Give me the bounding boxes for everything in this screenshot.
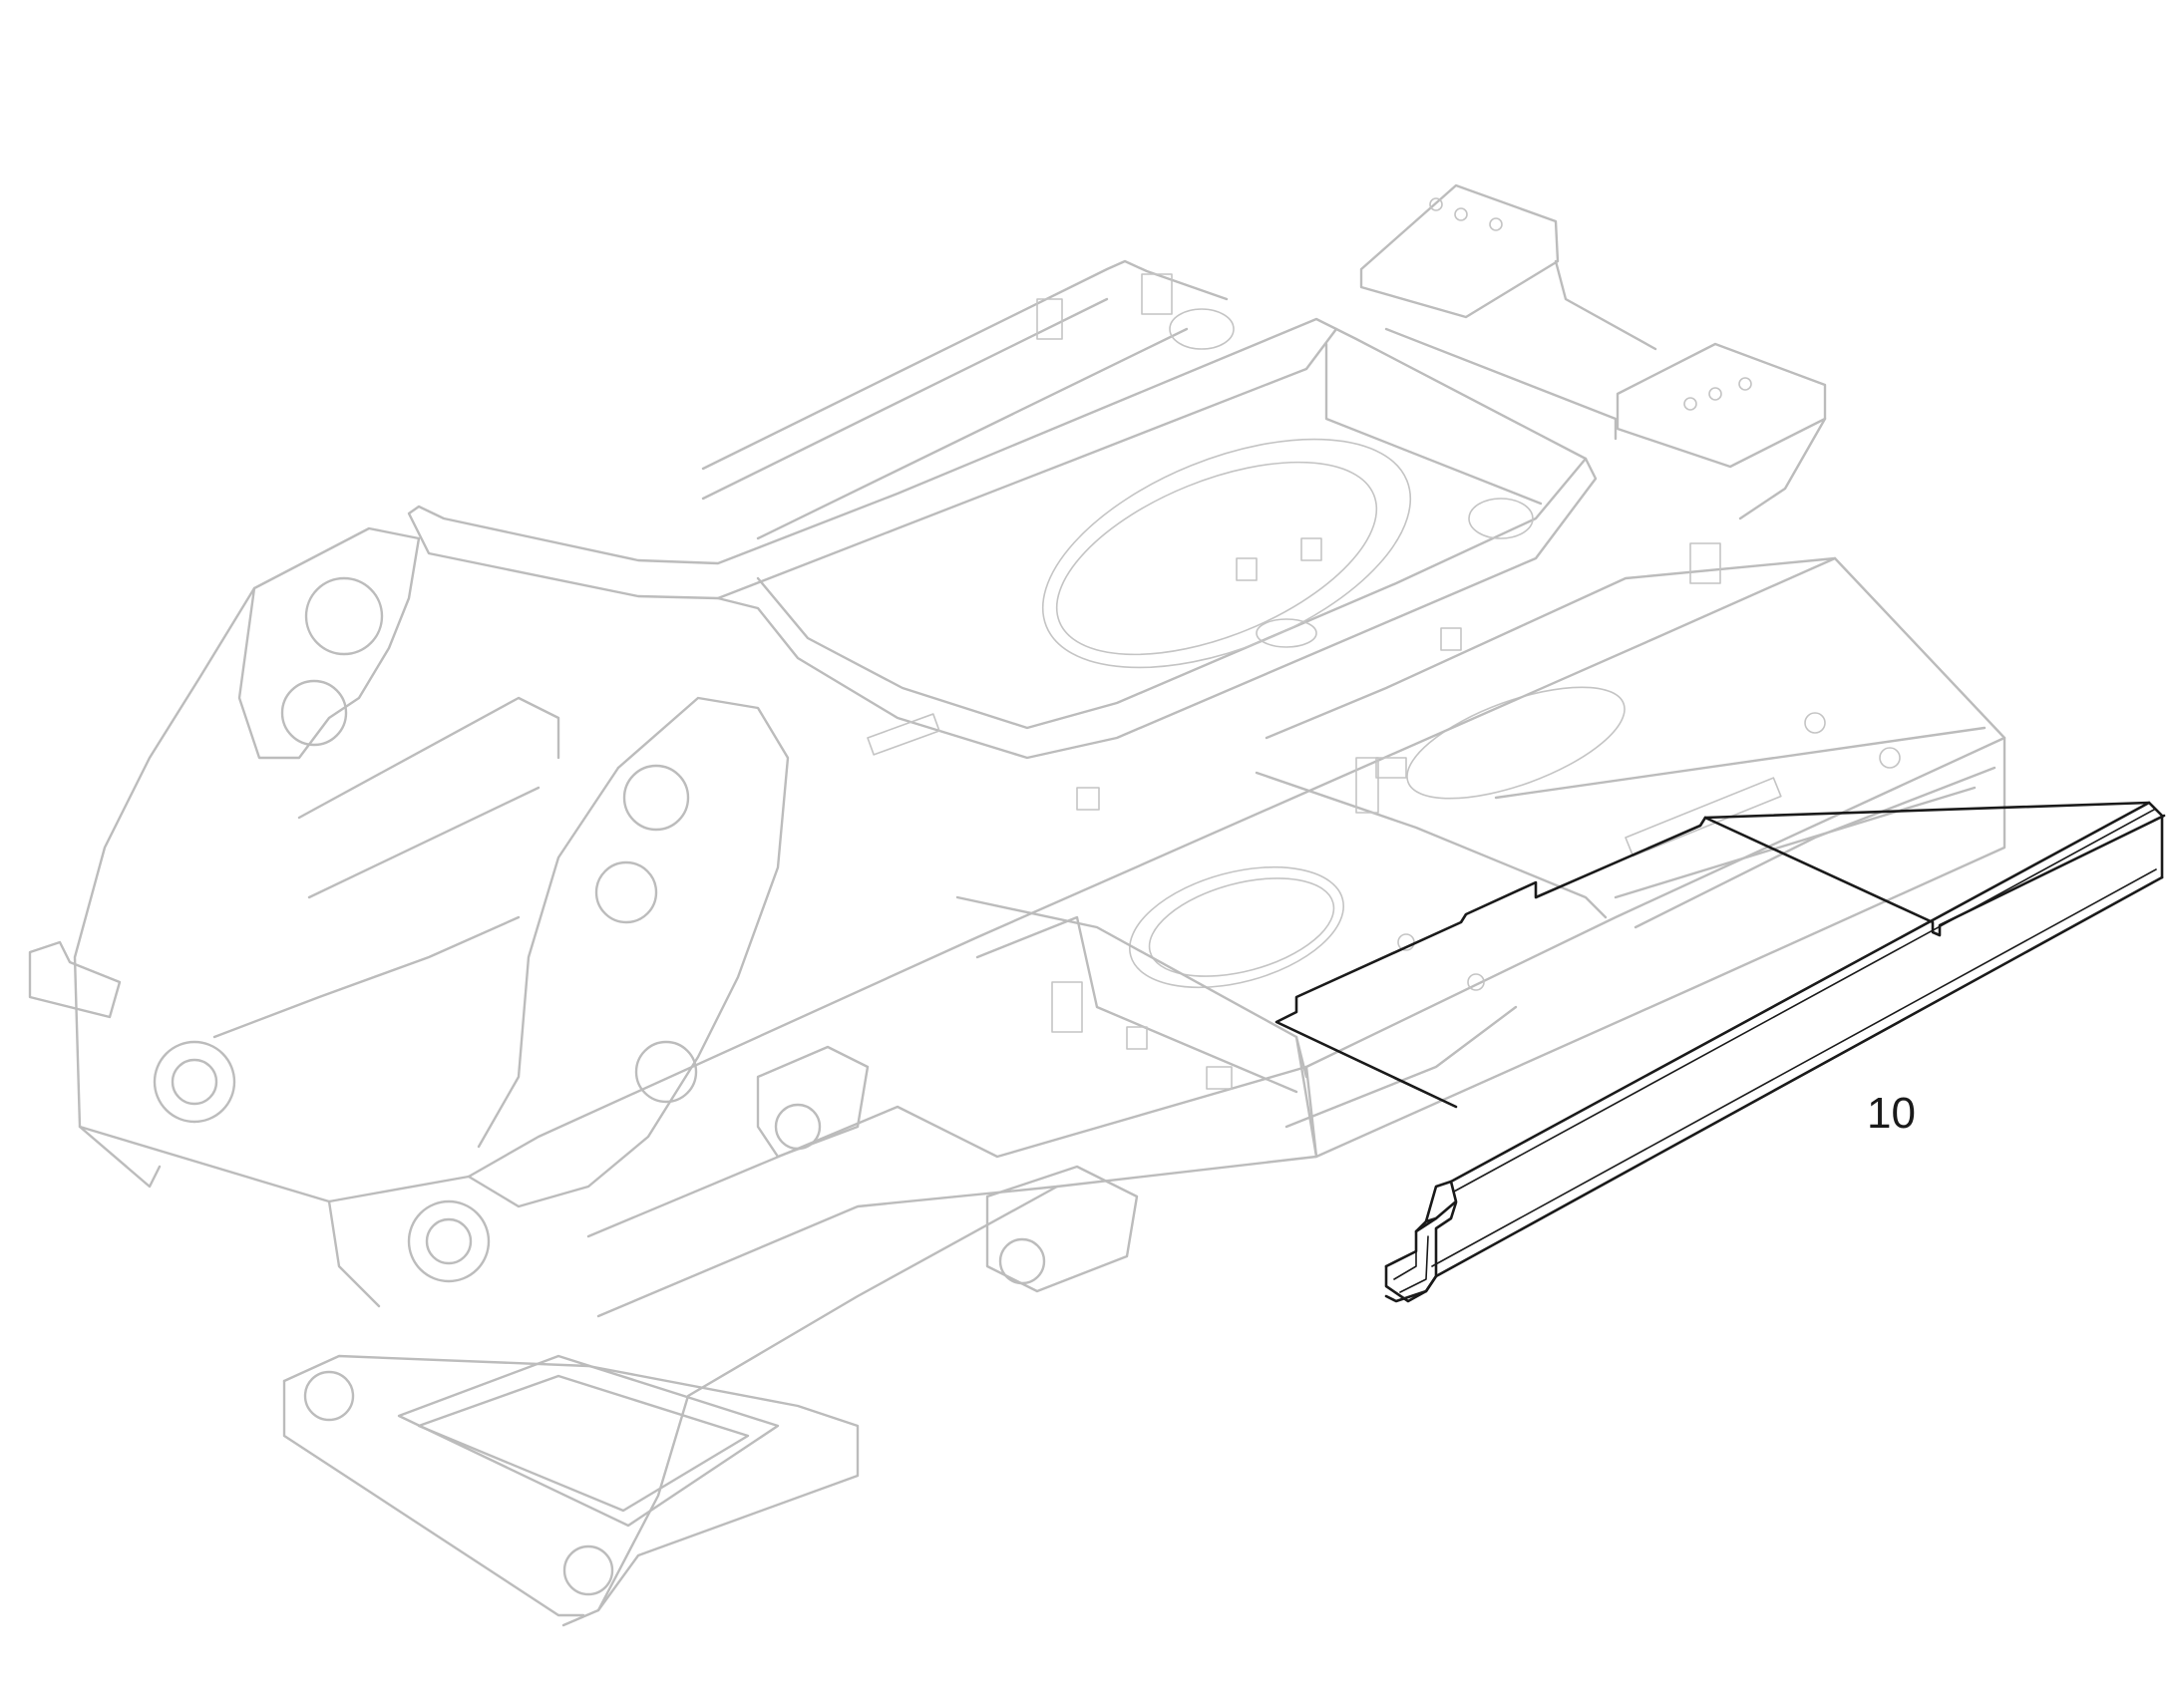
machine-frame-outline	[28, 183, 2006, 1627]
callout-label-10: 10	[1867, 1089, 1916, 1138]
part-10-c-channel	[1274, 801, 2166, 1303]
